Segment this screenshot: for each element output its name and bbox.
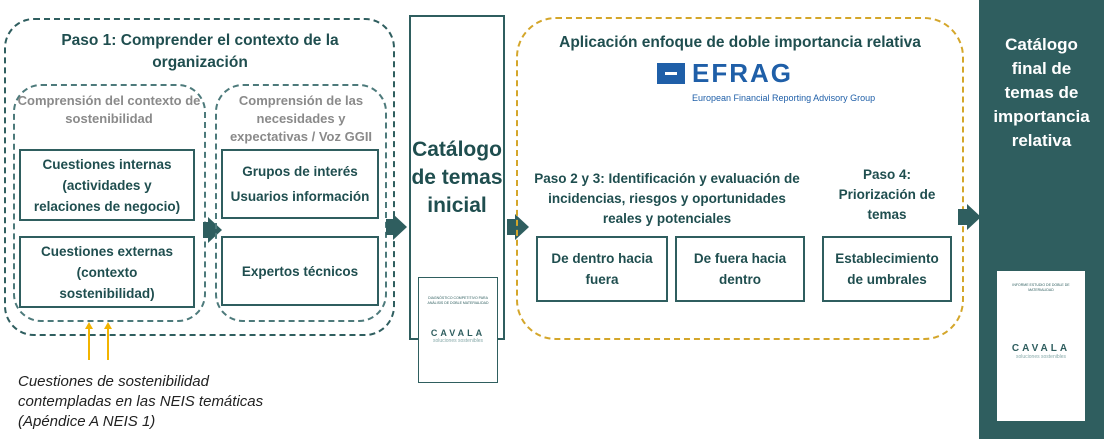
stakeholders-subgroup-title: Comprensión de las necesidades y expecta… bbox=[229, 93, 373, 144]
step23-title: Paso 2 y 3: Identificación y evaluación … bbox=[534, 171, 800, 226]
up-arrow-icon bbox=[104, 322, 112, 329]
initial-catalog-document: DIAGNÓSTICO COMPETITIVO PARA ANÁLISIS DE… bbox=[418, 277, 498, 383]
arrow-shaft-1 bbox=[203, 222, 209, 238]
sustainability-note: Cuestiones de sostenibilidad contemplada… bbox=[18, 373, 264, 430]
final-catalog-document: INFORME ESTUDIO DE DOBLE DE MATERIALIDAD… bbox=[996, 270, 1086, 422]
step1-title: Paso 1: Comprender el contexto de la org… bbox=[61, 32, 339, 71]
double-materiality-title: Aplicación enfoque de doble importancia … bbox=[559, 34, 921, 51]
context-subgroup-title: Comprensión del contexto de sostenibilid… bbox=[17, 93, 201, 126]
external-issues-box: Cuestiones externas (contexto sostenibil… bbox=[19, 236, 195, 308]
step4-title: Paso 4: Priorización de temas bbox=[838, 167, 936, 222]
arrow-shaft-2 bbox=[386, 219, 394, 235]
efrag-fullname: European Financial Reporting Advisory Gr… bbox=[692, 93, 876, 103]
context-subgroup bbox=[13, 84, 206, 322]
thresholds-box: Establecimiento de umbrales bbox=[822, 236, 952, 302]
arrow-right-icon bbox=[393, 214, 407, 240]
technical-experts-box: Expertos técnicos bbox=[221, 236, 379, 306]
up-arrow-icon bbox=[85, 322, 93, 329]
final-catalog-title: Catálogo final de temas de importancia r… bbox=[993, 35, 1090, 150]
step1-container bbox=[4, 18, 395, 336]
arrow-right-icon bbox=[967, 204, 981, 230]
efrag-logo-dash bbox=[665, 72, 677, 75]
arrow-right-icon bbox=[515, 214, 529, 240]
arrow-shaft-4 bbox=[958, 209, 968, 225]
internal-issues-box: Cuestiones internas (actividades y relac… bbox=[19, 149, 195, 221]
stakeholders-box: Grupos de interés Usuarios información bbox=[221, 149, 379, 219]
double-materiality-container bbox=[516, 17, 964, 340]
efrag-name: EFRAG bbox=[692, 58, 793, 88]
up-arrow-shaft bbox=[107, 328, 109, 360]
initial-catalog-title: Catálogo de temas inicial bbox=[411, 138, 503, 217]
outside-in-box: De fuera hacia dentro bbox=[675, 236, 805, 302]
up-arrow-shaft bbox=[88, 328, 90, 360]
inside-out-box: De dentro hacia fuera bbox=[536, 236, 668, 302]
arrow-shaft-3 bbox=[507, 219, 516, 235]
stakeholders-subgroup bbox=[215, 84, 387, 322]
